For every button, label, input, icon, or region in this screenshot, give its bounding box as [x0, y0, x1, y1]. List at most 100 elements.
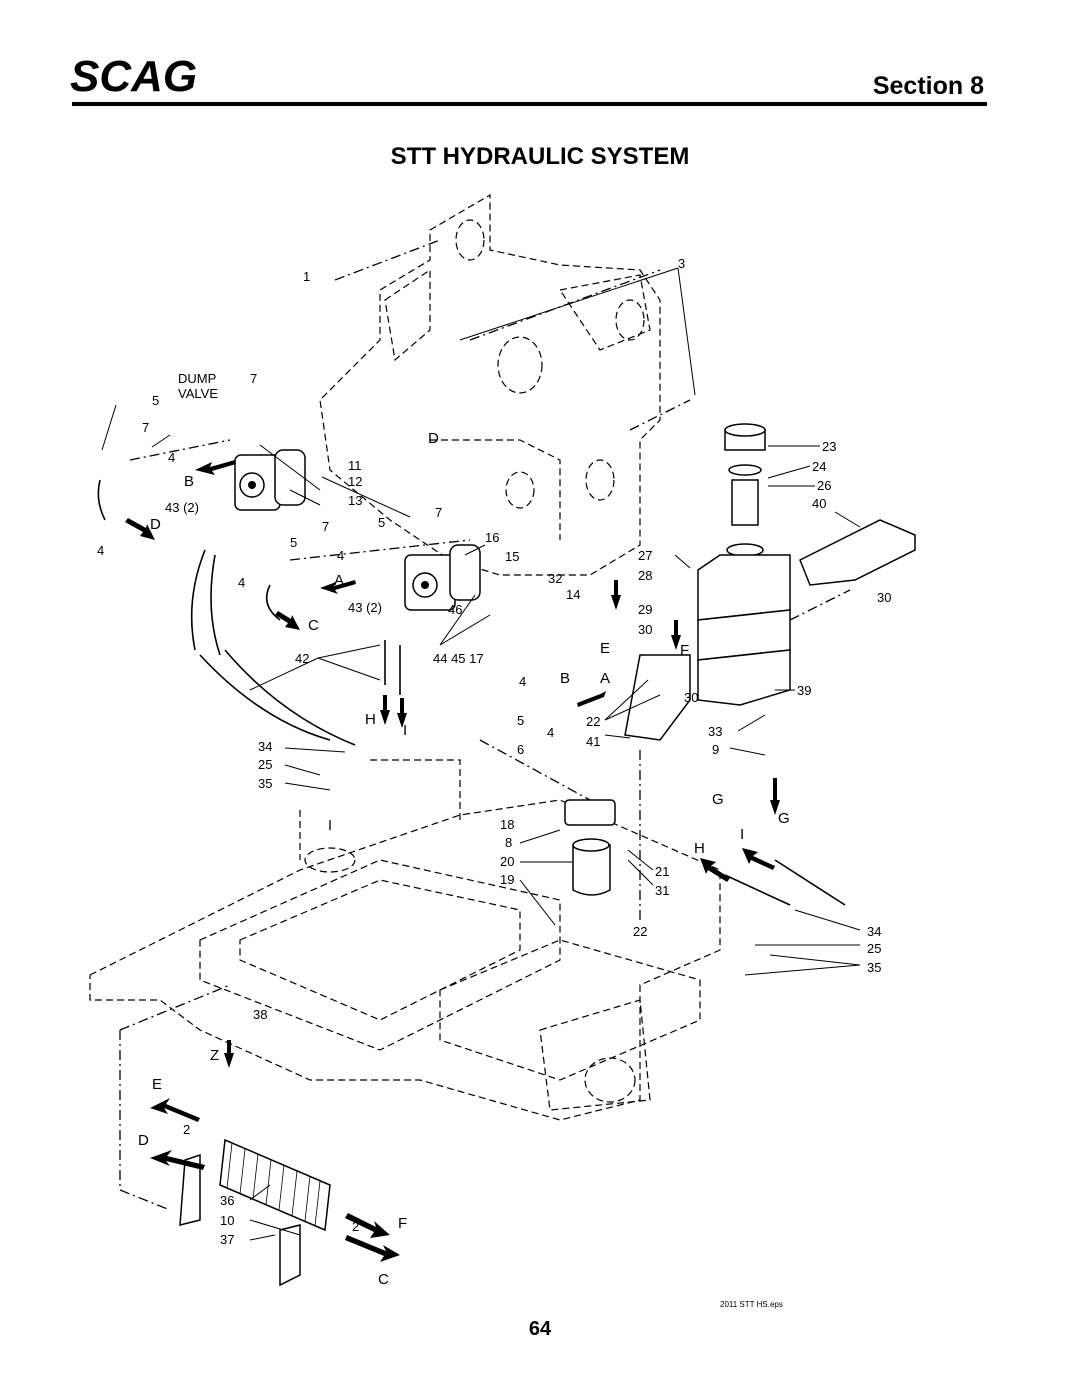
callout-18: 18	[500, 817, 514, 832]
callout-22b: 22	[633, 924, 647, 939]
callout-44-45-17: 44 45 17	[433, 651, 484, 666]
right-pump	[404, 544, 481, 611]
callout-32: 32	[548, 571, 562, 586]
callout-40: 40	[812, 496, 826, 511]
callout-43-2a: 43 (2)	[165, 500, 199, 515]
callout-34b: 34	[867, 924, 881, 939]
callout-22a: 22	[586, 714, 600, 729]
flow-arrows	[125, 460, 780, 1262]
connection-letters: B D D A C H I E F B A G G I H Z E D F C	[138, 430, 790, 1288]
callout-4b: 4	[97, 543, 104, 558]
lower-chassis	[89, 759, 721, 1121]
letter-a-2: A	[600, 670, 610, 687]
callout-7d: 7	[435, 505, 442, 520]
callout-1: 1	[303, 269, 310, 284]
letter-i-2: I	[740, 826, 744, 843]
letter-d-2: D	[428, 430, 439, 447]
left-pump	[234, 449, 306, 511]
callout-16: 16	[485, 530, 499, 545]
section-label: Section 8	[872, 72, 984, 100]
letter-a-1: A	[334, 572, 344, 589]
callout-10: 10	[220, 1213, 234, 1228]
callout-3: 3	[678, 256, 685, 271]
callout-8: 8	[505, 835, 512, 850]
letter-b-2: B	[560, 670, 570, 687]
letter-d-3: D	[138, 1132, 149, 1149]
letter-c-1: C	[308, 617, 319, 634]
source-filename: 2011 STT HS.eps	[720, 1300, 783, 1309]
letter-d-1: D	[150, 516, 161, 533]
letter-h-2: H	[694, 840, 705, 857]
callout-43-2b: 43 (2)	[348, 600, 382, 615]
letter-g-2: G	[778, 810, 790, 827]
mount-plate-41	[624, 654, 691, 741]
callout-41: 41	[586, 734, 600, 749]
callout-5c: 5	[290, 535, 297, 550]
callout-28: 28	[638, 568, 652, 583]
callout-dump-valve-2: VALVE	[178, 386, 218, 401]
oil-filter	[564, 799, 616, 896]
callout-13: 13	[348, 493, 362, 508]
callout-35b: 35	[867, 960, 881, 975]
callout-30a: 30	[638, 622, 652, 637]
callout-29: 29	[638, 602, 652, 617]
header-rule	[72, 102, 987, 106]
letter-h-1: H	[365, 711, 376, 728]
callout-4f: 4	[547, 725, 554, 740]
callouts: 1 3 DUMP VALVE 7 5 7 4 4 43 (2) 11 12 13…	[97, 256, 891, 1247]
callout-33: 33	[708, 724, 722, 739]
letter-c-2: C	[378, 1271, 389, 1288]
callout-46: 46	[448, 602, 462, 617]
callout-21: 21	[655, 864, 669, 879]
callout-31: 31	[655, 883, 669, 898]
callout-27: 27	[638, 548, 652, 563]
hoses	[97, 479, 846, 906]
callout-5b: 5	[378, 515, 385, 530]
callout-6: 6	[517, 742, 524, 757]
letter-g-1: G	[712, 791, 724, 808]
callout-20: 20	[500, 854, 514, 869]
callout-7b: 7	[142, 420, 149, 435]
scag-logo: SCAG	[70, 52, 197, 101]
callout-7a: 7	[250, 371, 257, 386]
logo-text: SCAG	[70, 52, 197, 101]
callout-34a: 34	[258, 739, 272, 754]
callout-39: 39	[797, 683, 811, 698]
callout-11: 11	[348, 458, 362, 473]
letter-e-2: E	[152, 1076, 162, 1093]
callout-14: 14	[566, 587, 580, 602]
callout-25a: 25	[258, 757, 272, 772]
bracket-40	[799, 519, 916, 586]
letter-z: Z	[210, 1047, 219, 1064]
callout-5a: 5	[152, 393, 159, 408]
callout-26: 26	[817, 478, 831, 493]
callout-30c: 30	[684, 690, 698, 705]
callout-35a: 35	[258, 776, 272, 791]
callout-24: 24	[812, 459, 826, 474]
callout-30b: 30	[877, 590, 891, 605]
callout-9: 9	[712, 742, 719, 757]
reservoir-tank	[697, 423, 791, 706]
callout-2a: 2	[183, 1122, 190, 1137]
letter-f-1: F	[680, 642, 689, 659]
callout-7c: 7	[322, 519, 329, 534]
leader-lines	[101, 267, 861, 1241]
callout-5d: 5	[517, 713, 524, 728]
letter-b-1: B	[184, 473, 194, 490]
callout-23: 23	[822, 439, 836, 454]
letter-e-1: E	[600, 640, 610, 657]
callout-15: 15	[505, 549, 519, 564]
callout-37: 37	[220, 1232, 234, 1247]
callout-4e: 4	[519, 674, 526, 689]
callout-25b: 25	[867, 941, 881, 956]
callout-36: 36	[220, 1193, 234, 1208]
callout-4d: 4	[238, 575, 245, 590]
callout-4c: 4	[337, 548, 344, 563]
letter-i-1: I	[403, 722, 407, 739]
oil-cooler	[179, 1138, 331, 1287]
callout-dump-valve-1: DUMP	[178, 371, 216, 386]
callout-12: 12	[348, 474, 362, 489]
callout-19: 19	[500, 872, 514, 887]
callout-2b: 2	[352, 1219, 359, 1234]
